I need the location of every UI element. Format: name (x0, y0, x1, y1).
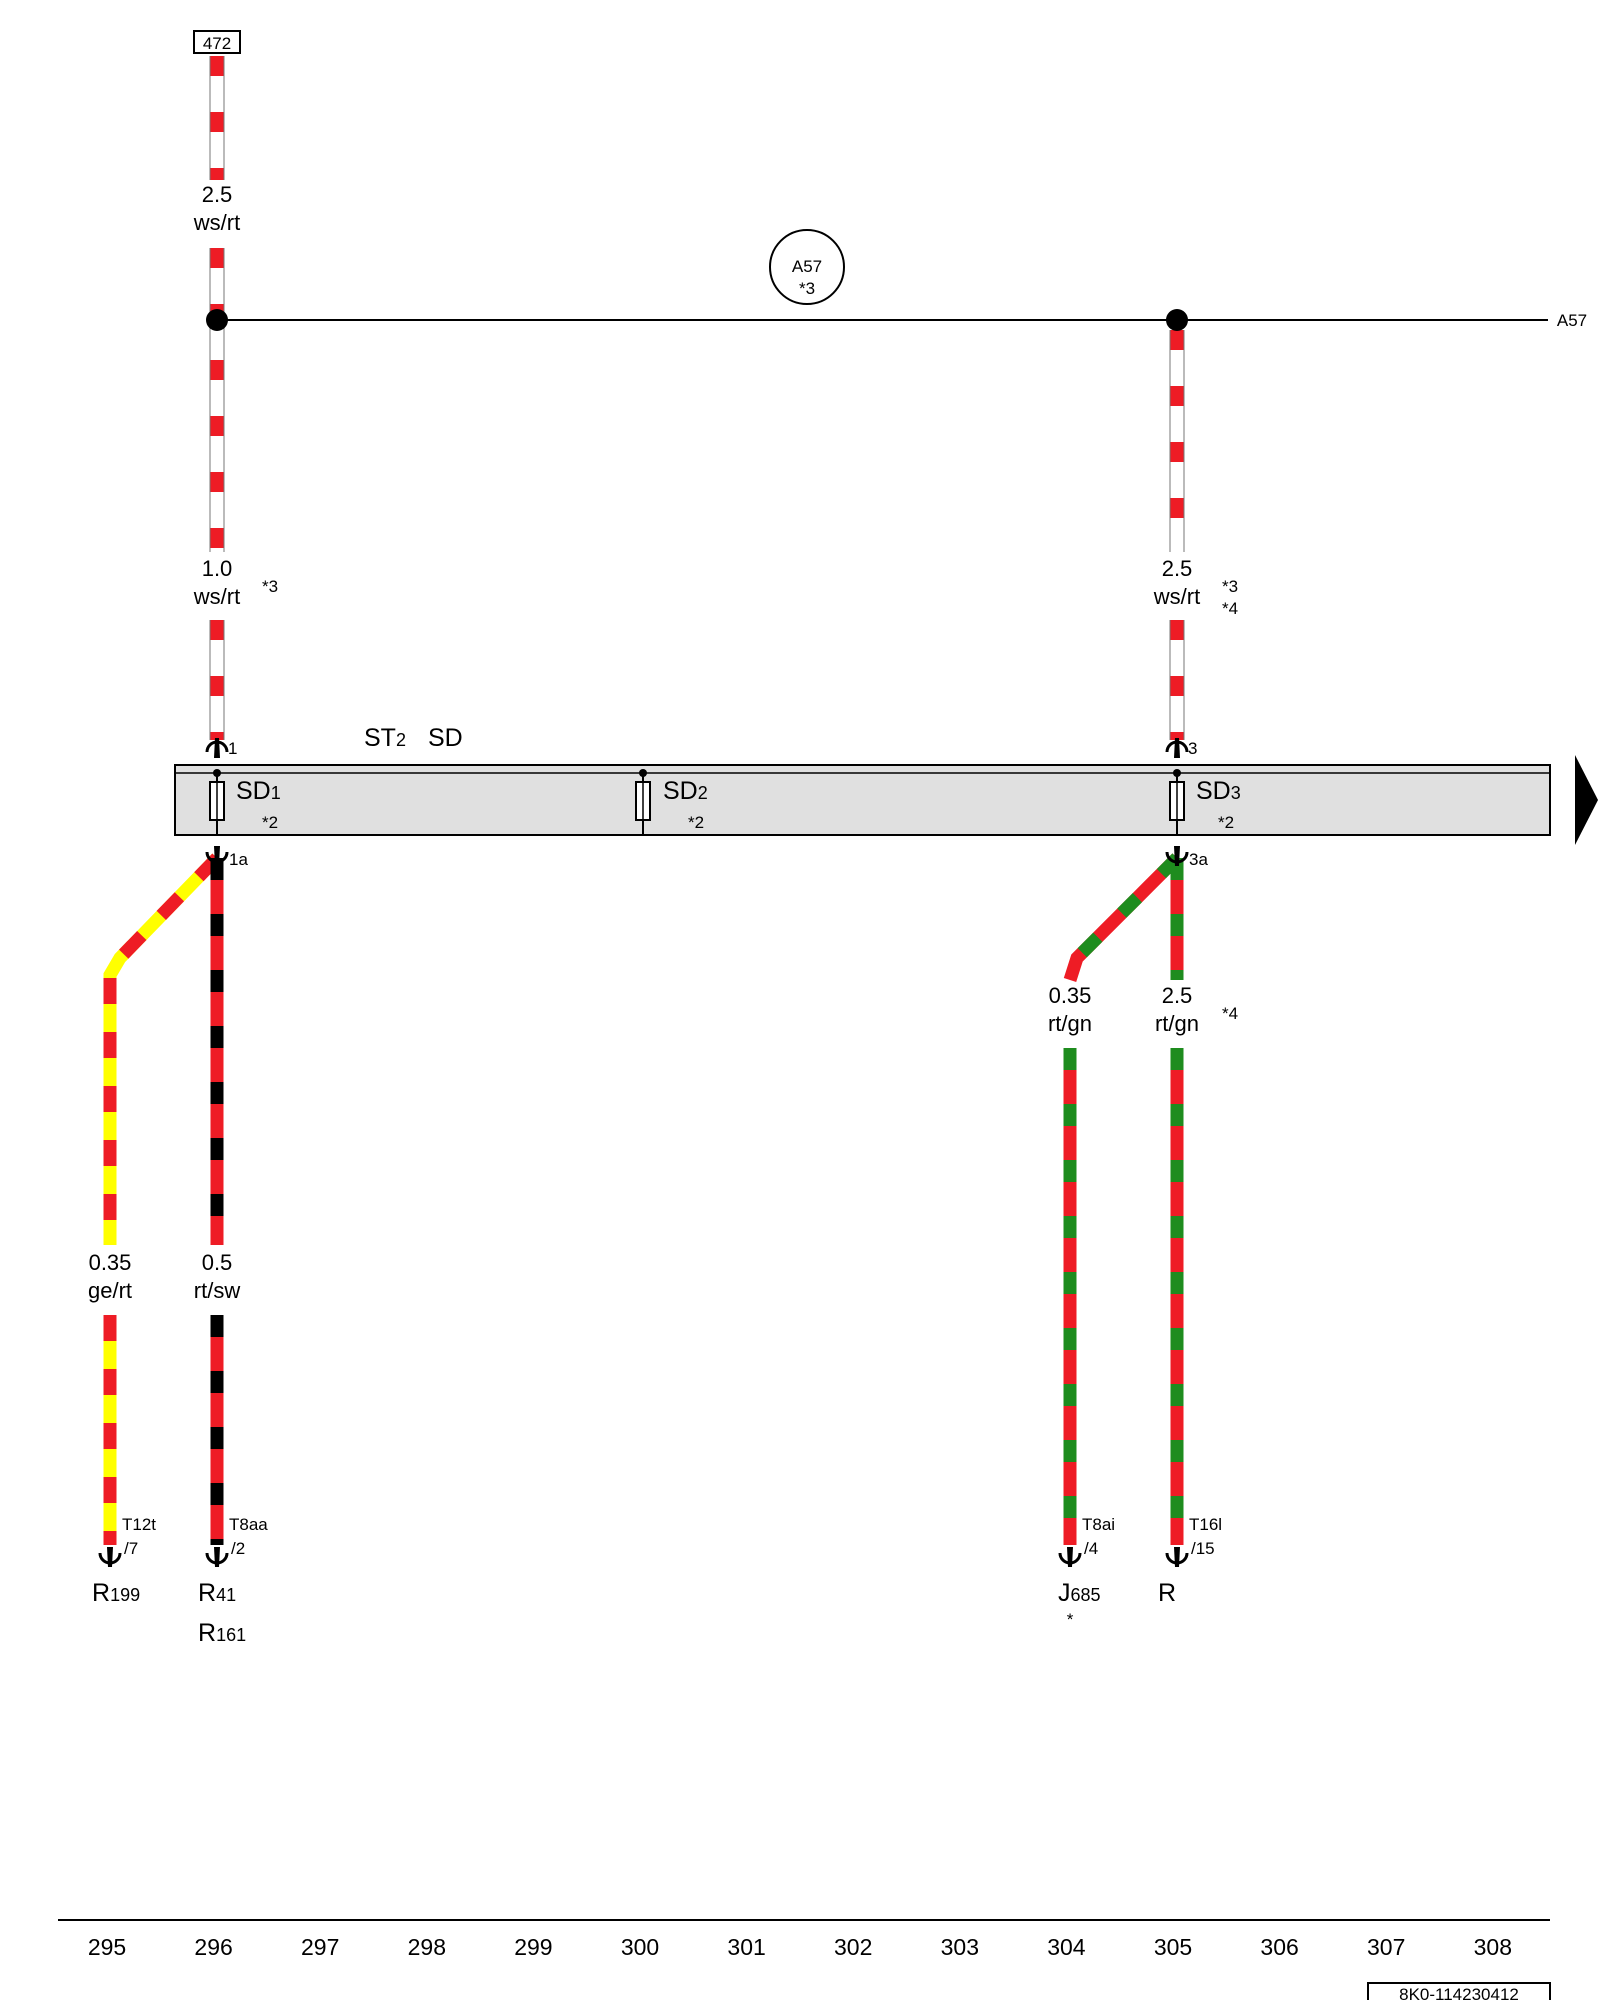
continuation-arrow-icon (1575, 755, 1598, 845)
fuse-2-note: *2 (688, 813, 704, 832)
component-r41: R41 (198, 1579, 236, 1607)
bus-name: ST2 (364, 724, 406, 752)
fuse-2-node (639, 769, 647, 777)
grid-number: 307 (1367, 1934, 1405, 1960)
connector-t8aa-icon (205, 1547, 229, 1567)
wire-size-sw: 0.5 (202, 1250, 233, 1275)
grid-number: 299 (514, 1934, 552, 1960)
wire-color-sw: rt/sw (194, 1278, 241, 1303)
wires (103, 56, 1185, 1545)
component-r161: R161 (198, 1619, 246, 1647)
connector-pin-3-icon (1165, 738, 1189, 758)
grid-number: 295 (88, 1934, 126, 1960)
bus-name-sub: 2 (396, 730, 406, 750)
doc-id-box (1367, 1982, 1551, 2000)
component-j685-note: * (1067, 1610, 1074, 1629)
grid-number: 300 (621, 1934, 659, 1960)
connector-t16l-pin: /15 (1191, 1539, 1215, 1558)
connector-t12t-icon (98, 1547, 122, 1567)
pin-1a: 1a (229, 850, 248, 869)
fuse-strip: ST2 SD SD1 *2 SD2 *2 SD3 *2 (174, 724, 1598, 845)
wire-ge-rt-upper (103, 853, 222, 1245)
wire-note-left-drop: *3 (262, 577, 278, 596)
grid-number: 298 (408, 1934, 446, 1960)
wire-color-ge: ge/rt (88, 1278, 132, 1303)
fuse-1-label: SD1 (236, 777, 281, 805)
bus-code: SD (428, 724, 463, 752)
fuse-1-note: *2 (262, 813, 278, 832)
grid-number: 306 (1260, 1934, 1298, 1960)
wire-size-gn-small: 0.35 (1049, 983, 1092, 1008)
grid-number: 301 (727, 1934, 765, 1960)
fuse-3-node (1173, 769, 1181, 777)
connector-t16l: T16l (1189, 1515, 1222, 1534)
connector-t8ai-pin: /4 (1084, 1539, 1098, 1558)
ground-marker-note: *3 (799, 279, 815, 298)
ref-box (193, 30, 241, 54)
wire-note2-right-drop: *4 (1222, 599, 1238, 618)
grid-number: 297 (301, 1934, 339, 1960)
connector-t16l-icon (1165, 1547, 1189, 1567)
junction-dot-left (206, 309, 228, 331)
wire-note-gn-big: *4 (1222, 1004, 1238, 1023)
wire-size-top-feed: 2.5 (202, 182, 233, 207)
wire-color-right-drop: ws/rt (1153, 584, 1200, 609)
ground-marker: A57 *3 (769, 229, 845, 305)
ground-marker-circle (769, 229, 845, 305)
connector-pin-3a-icon (1165, 846, 1189, 866)
wire-size-left-drop: 1.0 (202, 556, 233, 581)
connector-t8ai-icon (1058, 1547, 1082, 1567)
pin-3a: 3a (1189, 850, 1208, 869)
grid-number: 304 (1047, 1934, 1086, 1960)
grid-number: 303 (941, 1934, 979, 1960)
wire-color-gn-big: rt/gn (1155, 1011, 1199, 1036)
ref-box-label: 472 (203, 34, 231, 53)
wire-color-top-feed: ws/rt (193, 210, 240, 235)
fuse-2-label: SD2 (663, 777, 708, 805)
connector-t8aa-pin: /2 (231, 1539, 245, 1558)
fuse-strip-body (174, 764, 1551, 836)
connector-pin-1-icon (205, 738, 229, 758)
wire-size-right-drop: 2.5 (1162, 556, 1193, 581)
grid-number: 308 (1474, 1934, 1512, 1960)
component-r: R (1158, 1579, 1176, 1607)
connector-symbols (98, 738, 1189, 1567)
pin-3: 3 (1188, 739, 1197, 758)
wire-rt-gn-small-upper (1063, 853, 1182, 982)
wire-size-gn-big: 2.5 (1162, 983, 1193, 1008)
fuse-3-label: SD3 (1196, 777, 1241, 805)
connector-pin-1a-icon (205, 846, 229, 866)
wire-color-gn-small: rt/gn (1048, 1011, 1092, 1036)
pin-1: 1 (228, 739, 237, 758)
wire-color-left-drop: ws/rt (193, 584, 240, 609)
doc-id: 8K0-114230412 (1399, 1985, 1519, 2000)
wire-size-ge: 0.35 (89, 1250, 132, 1275)
connector-t12t: T12t (122, 1515, 156, 1534)
fuse-3-note: *2 (1218, 813, 1234, 832)
fuse-1-node (213, 769, 221, 777)
grid-numbers: 295 296 297 298 299 300 301 302 303 304 305 306 307 3… (88, 1934, 1512, 1960)
junction-dot-right (1166, 309, 1188, 331)
connector-labels: T12t /7 T8aa /2 T8ai /4 T16l /15 (122, 1515, 1222, 1558)
connector-t8ai: T8ai (1082, 1515, 1115, 1534)
connector-t8aa: T8aa (229, 1515, 268, 1534)
component-labels: R199 R41 R161 J685 * R (92, 1579, 1176, 1647)
edge-label-a57: A57 (1557, 311, 1587, 330)
component-r199: R199 (92, 1579, 140, 1607)
ground-marker-label: A57 (792, 257, 822, 276)
grid-number: 296 (194, 1934, 232, 1960)
connector-t12t-pin: /7 (124, 1539, 138, 1558)
grid-number: 305 (1154, 1934, 1192, 1960)
grid-number: 302 (834, 1934, 872, 1960)
wire-note1-right-drop: *3 (1222, 577, 1238, 596)
component-j685: J685 (1058, 1579, 1101, 1607)
wire-labels: 2.5 ws/rt 1.0 ws/rt *3 2.5 ws/rt *3 *4 0… (88, 182, 1238, 1303)
